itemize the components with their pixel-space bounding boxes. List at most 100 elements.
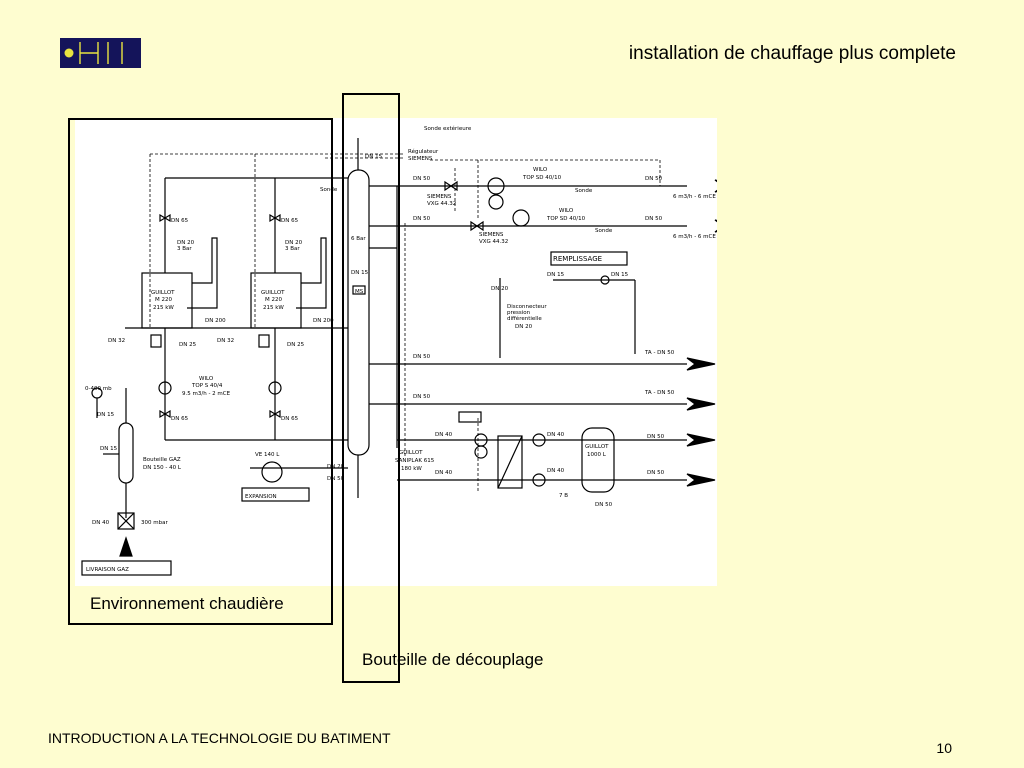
svg-text:DN 40: DN 40 <box>92 520 110 526</box>
tank-pump-1 <box>532 433 546 447</box>
svg-text:DN 20: DN 20 <box>177 240 195 246</box>
svg-text:Sonde extérieure: Sonde extérieure <box>424 125 472 132</box>
svg-text:DN 50: DN 50 <box>413 354 431 360</box>
slide-footer: INTRODUCTION A LA TECHNOLOGIE DU BATIMEN… <box>48 730 391 746</box>
heat-exchanger <box>497 435 523 489</box>
svg-text:GUILLOT: GUILLOT <box>151 290 175 296</box>
svg-text:GUILLOT: GUILLOT <box>399 450 423 456</box>
svg-text:3 Bar: 3 Bar <box>285 246 300 252</box>
svg-text:VE 140 L: VE 140 L <box>255 452 280 458</box>
svg-text:EXPANSION: EXPANSION <box>245 494 277 500</box>
svg-text:1000 L: 1000 L <box>587 452 607 458</box>
company-logo <box>60 38 141 68</box>
svg-text:DN 40: DN 40 <box>547 432 565 438</box>
gas-meter <box>117 512 135 530</box>
control-lines <box>149 153 661 493</box>
svg-text:7 B: 7 B <box>559 493 568 499</box>
svg-text:Régulateur: Régulateur <box>408 148 439 155</box>
pump-wilo-1b <box>488 194 504 210</box>
svg-text:DN 50: DN 50 <box>647 434 665 440</box>
svg-text:DN 40: DN 40 <box>435 432 453 438</box>
svg-text:DN 200: DN 200 <box>313 318 334 324</box>
svg-text:DN 150 - 40 L: DN 150 - 40 L <box>143 465 182 471</box>
svg-text:DN 20: DN 20 <box>285 240 303 246</box>
svg-text:TA - DN 50: TA - DN 50 <box>644 350 675 356</box>
svg-text:DN 15: DN 15 <box>97 412 115 418</box>
svg-text:300 mbar: 300 mbar <box>141 520 168 526</box>
svg-text:M 220: M 220 <box>155 297 172 303</box>
svg-text:DN 20: DN 20 <box>491 286 509 292</box>
svg-text:VXG 44.32: VXG 44.32 <box>427 201 456 207</box>
hot-water-tank <box>581 427 615 493</box>
svg-text:TA - DN 50: TA - DN 50 <box>644 390 675 396</box>
expansion-label-box <box>241 487 310 502</box>
svg-text:DN 15: DN 15 <box>547 272 565 278</box>
svg-text:TOP SD 40/10: TOP SD 40/10 <box>522 175 562 181</box>
svg-text:DN 50: DN 50 <box>595 502 613 508</box>
svg-text:DN 25: DN 25 <box>179 342 197 348</box>
svg-text:6 m3/h - 6 mCE: 6 m3/h - 6 mCE <box>673 194 716 200</box>
boiler-environment-caption: Environnement chaudière <box>88 594 286 614</box>
svg-text:Bouteille GAZ: Bouteille GAZ <box>143 457 181 463</box>
svg-text:M 220: M 220 <box>265 297 282 303</box>
svg-text:DN 50: DN 50 <box>413 176 431 182</box>
svg-text:Disconnecteur: Disconnecteur <box>507 304 547 310</box>
svg-text:DN 65: DN 65 <box>171 218 189 224</box>
svg-text:DN 50: DN 50 <box>645 176 663 182</box>
boiler-pump-2 <box>268 381 282 395</box>
svg-text:GUILLOT: GUILLOT <box>585 444 609 450</box>
svg-text:DN 25: DN 25 <box>287 342 305 348</box>
svg-text:SIEMENS: SIEMENS <box>479 232 504 238</box>
svg-text:215 kW: 215 kW <box>263 305 284 311</box>
svg-text:3 Bar: 3 Bar <box>177 246 192 252</box>
svg-text:Sonde: Sonde <box>595 228 613 234</box>
svg-text:215 kW: 215 kW <box>153 305 174 311</box>
svg-text:DN 15: DN 15 <box>100 446 118 452</box>
filling-label-box <box>550 251 628 266</box>
svg-text:WILO: WILO <box>199 376 214 382</box>
svg-text:DN 20: DN 20 <box>515 324 533 330</box>
decoupling-bottle-caption: Bouteille de découplage <box>362 650 544 669</box>
page-number: 10 <box>936 740 952 756</box>
svg-text:WILO: WILO <box>533 167 548 173</box>
expansion-vessel <box>261 461 283 483</box>
svg-text:6 Bar: 6 Bar <box>351 236 366 242</box>
boiler-pump-1 <box>158 381 172 395</box>
svg-text:Sonde: Sonde <box>575 188 593 194</box>
svg-text:180 kW: 180 kW <box>401 466 422 472</box>
svg-text:DN 15: DN 15 <box>351 270 369 276</box>
svg-text:VXG 44.32: VXG 44.32 <box>479 239 508 245</box>
heating-schematic: Sonde extérieure Régulateur SIEMENS DN 1… <box>81 125 717 576</box>
svg-text:DN 50: DN 50 <box>413 394 431 400</box>
svg-text:SIEMENS: SIEMENS <box>408 156 433 162</box>
svg-text:GUILLOT: GUILLOT <box>261 290 285 296</box>
svg-text:DN 65: DN 65 <box>281 416 299 422</box>
svg-text:DN 40: DN 40 <box>547 468 565 474</box>
svg-text:TOP SD 40/10: TOP SD 40/10 <box>546 216 586 222</box>
svg-text:6 m3/h - 6 mCE: 6 m3/h - 6 mCE <box>673 234 716 240</box>
svg-text:REMPLISSAGE: REMPLISSAGE <box>553 255 602 263</box>
svg-text:DN 65: DN 65 <box>281 218 299 224</box>
tank-pump-2 <box>532 473 546 487</box>
pump-wilo-2 <box>512 209 530 227</box>
svg-text:SANIPLAK 615: SANIPLAK 615 <box>395 458 435 464</box>
hx-pump-2 <box>474 445 488 459</box>
slide-title: installation de chauffage plus complete <box>628 43 956 64</box>
decoupling-bottle-frame <box>342 93 400 683</box>
svg-text:0-400 mb: 0-400 mb <box>85 386 112 392</box>
svg-text:TOP S 40/4: TOP S 40/4 <box>191 383 223 389</box>
svg-text:MS: MS <box>355 289 364 295</box>
svg-text:WILO: WILO <box>559 208 574 214</box>
svg-text:DN 32: DN 32 <box>217 338 234 344</box>
svg-text:9.5 m3/h - 2 mCE: 9.5 m3/h - 2 mCE <box>182 391 231 397</box>
ms-box <box>352 285 366 295</box>
svg-text:DN 200: DN 200 <box>205 318 226 324</box>
svg-text:DN 15: DN 15 <box>365 154 383 160</box>
svg-text:SIEMENS: SIEMENS <box>427 194 452 200</box>
pump-wilo-1 <box>487 177 505 195</box>
svg-text:DN 50: DN 50 <box>645 216 663 222</box>
svg-text:DN 50: DN 50 <box>647 470 665 476</box>
gas-delivery-box <box>81 560 172 576</box>
boiler-environment-frame <box>68 118 333 625</box>
svg-text:DN 40: DN 40 <box>435 470 453 476</box>
